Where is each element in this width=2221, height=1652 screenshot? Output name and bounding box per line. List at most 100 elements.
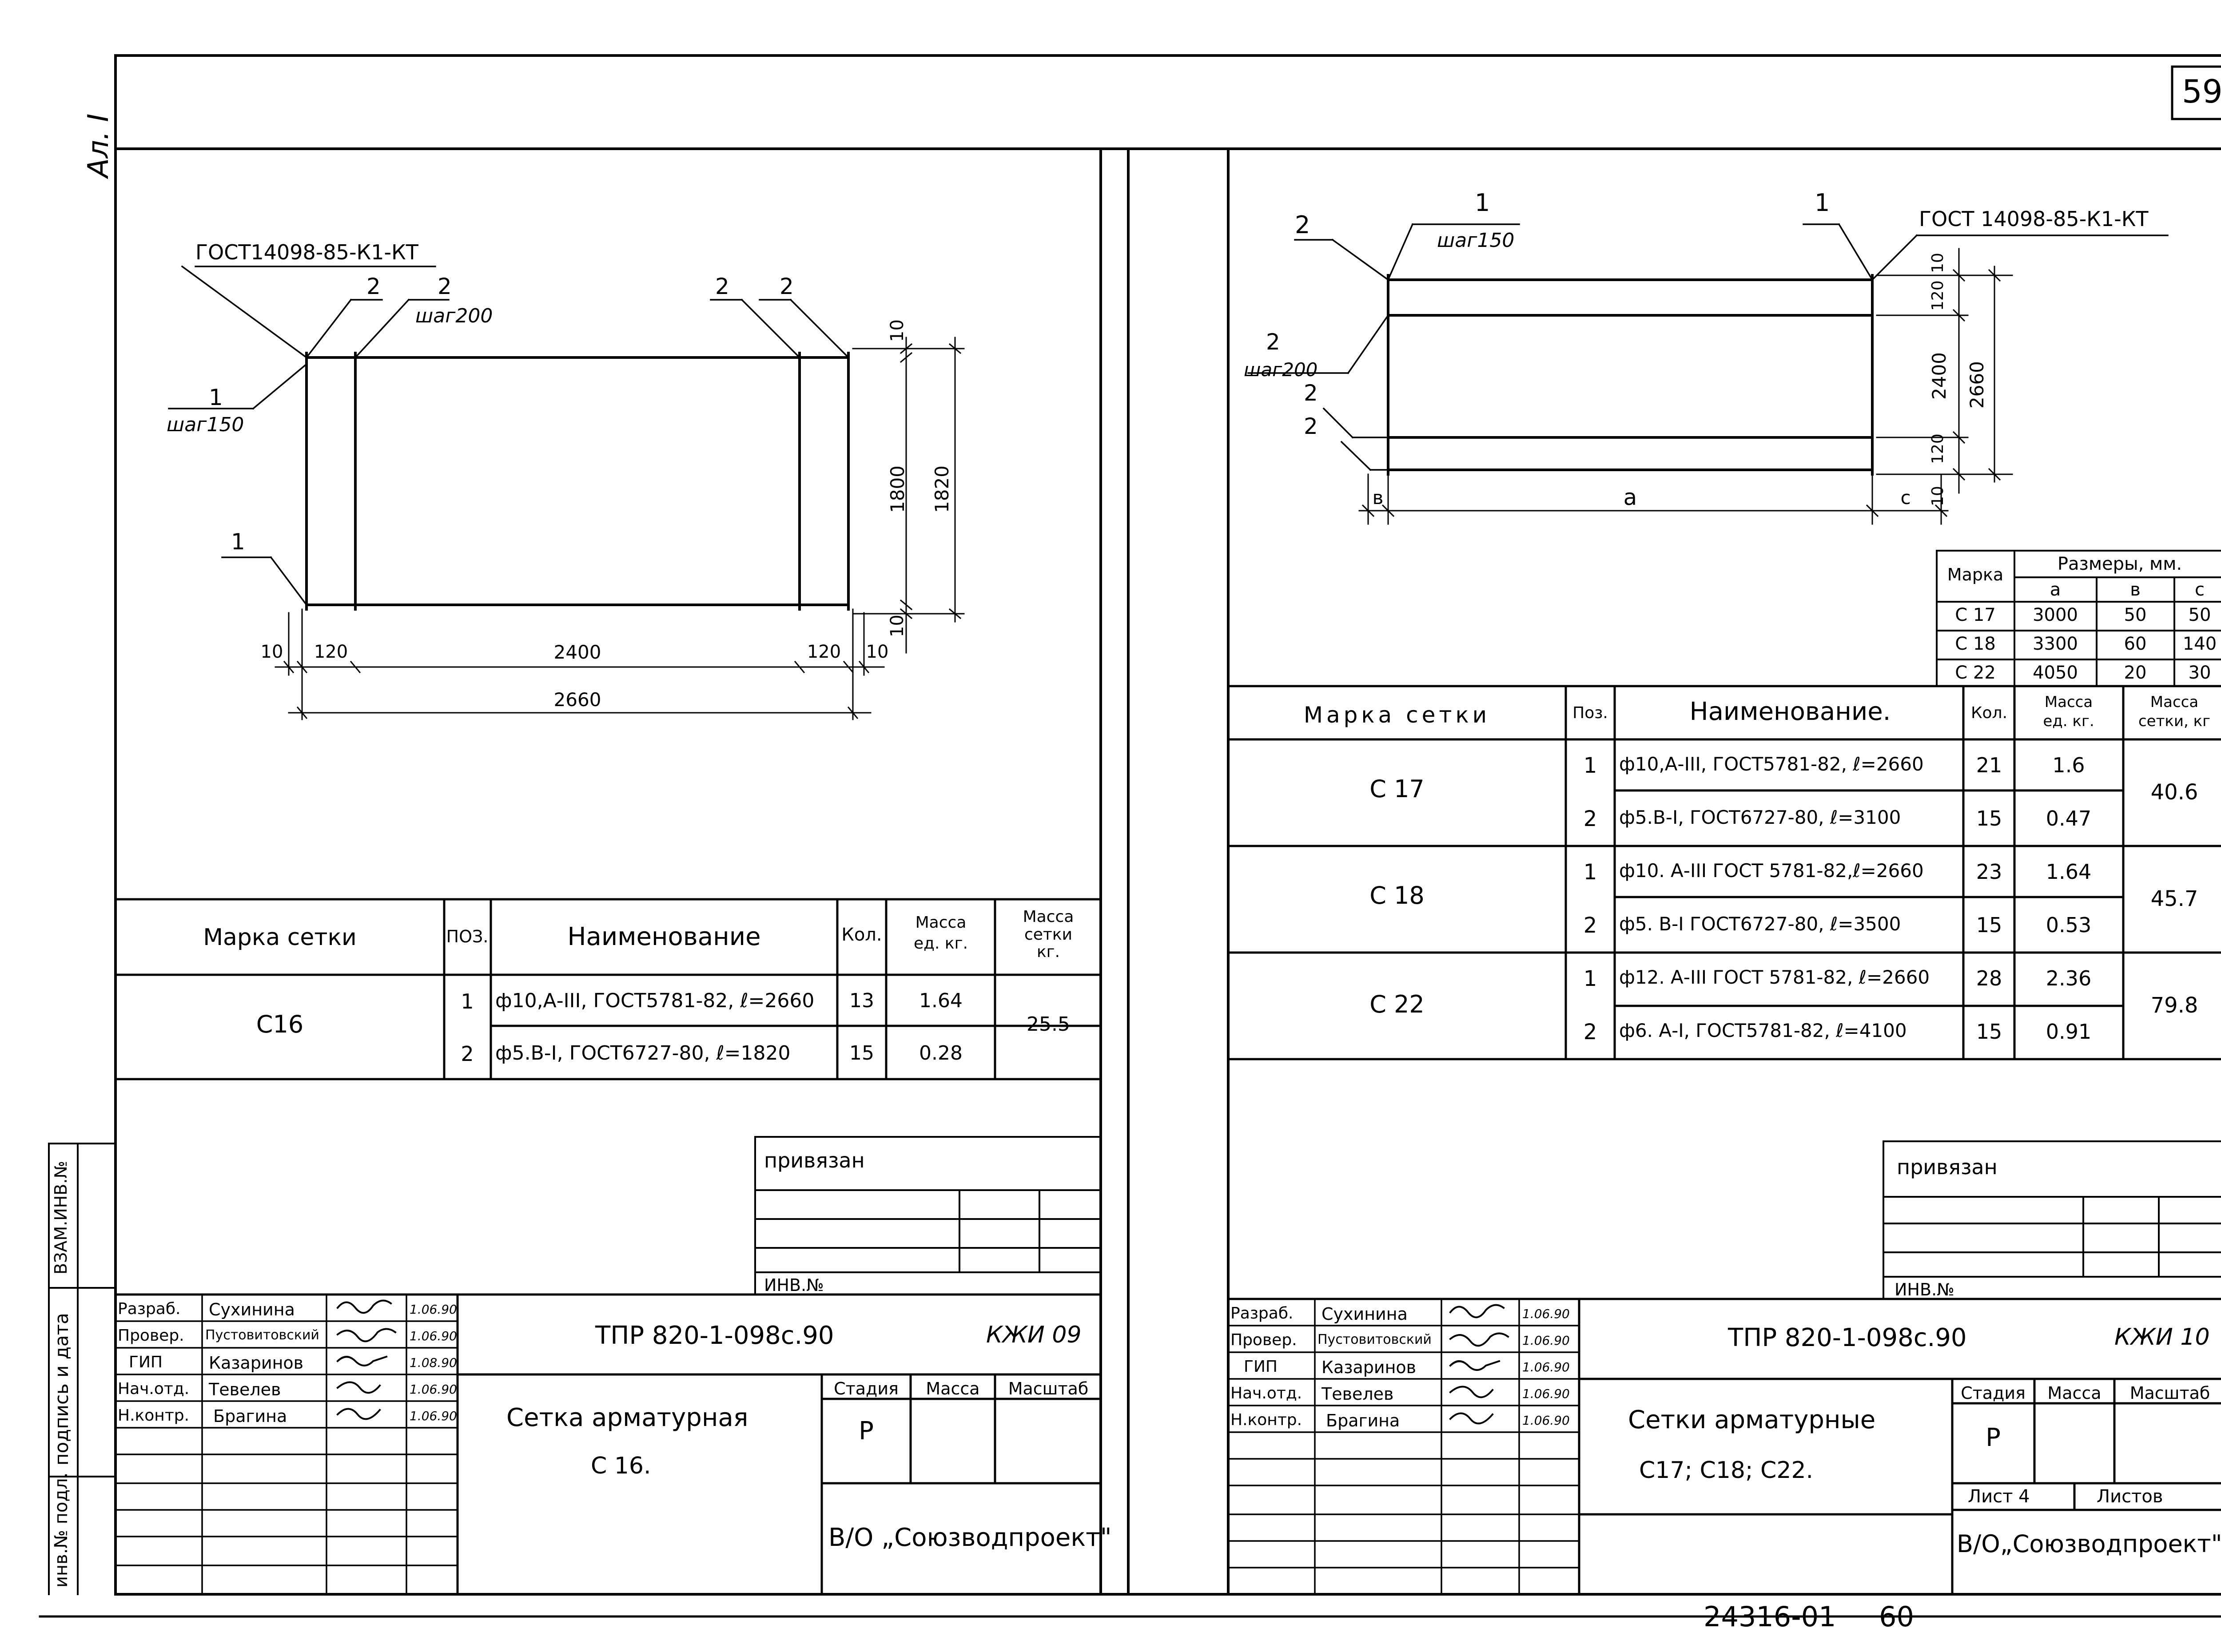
c16-step200-label: шаг200 — [415, 305, 493, 327]
sizes-row-b: 20 — [2124, 663, 2147, 683]
c17-pos-label: 2 — [1295, 211, 1310, 239]
c16-item-qty: 13 — [849, 989, 874, 1012]
left-title-line2: С 16. — [591, 1453, 651, 1479]
c16-pos-label: 1 — [231, 529, 245, 555]
c16-item-name: ф5.В-I, ГОСТ6727-80, ℓ=1820 — [495, 1042, 791, 1064]
c16-item-name: ф10,А-III, ГОСТ5781-82, ℓ=2660 — [495, 989, 815, 1012]
sizes-header-sizes: Размеры, мм. — [2057, 554, 2182, 574]
left-document-code: ТПР 820-1-098с.90 — [595, 1321, 834, 1350]
sizes-row-c: 30 — [2188, 663, 2211, 683]
c17-dimensions — [1358, 248, 2013, 525]
c17-item-name: ф10,А-III, ГОСТ5781-82, ℓ=2660 — [1619, 753, 1924, 775]
c18-item-unit-mass: 0.53 — [2046, 913, 2092, 937]
c16-spec-header-qty: Кол. — [841, 925, 882, 945]
right-scale-label: Масштаб — [2129, 1383, 2210, 1403]
c17-item-unit-mass: 0.47 — [2046, 806, 2092, 830]
right-title-grid — [1227, 1298, 1580, 1595]
c17-gost-note: ГОСТ 14098-85-К1-КТ — [1919, 207, 2149, 231]
c16-pos-label: 2 — [438, 274, 452, 299]
sizes-row-b: 60 — [2124, 634, 2147, 654]
c17-pos-label: 2 — [1304, 413, 1318, 439]
right-stage-label: Стадия — [1961, 1383, 2026, 1403]
right-organization: В/О„Союзводпроект" — [1957, 1530, 2221, 1558]
right-title-line1: Сетки арматурные — [1628, 1406, 1876, 1434]
right-binding-inv: ИНВ.№ — [1895, 1280, 1954, 1299]
left-scale-label: Масштаб — [1008, 1379, 1089, 1398]
right-role: Нач.отд. — [1230, 1384, 1302, 1402]
c17-dim-120-top: 120 — [1929, 280, 1947, 311]
c17-item-pos: 1 — [1583, 753, 1597, 778]
c22-item-qty: 15 — [1976, 1020, 2002, 1044]
sizes-row-a: 4050 — [2033, 663, 2078, 683]
c17-mark: С 17 — [1369, 775, 1425, 803]
c17-item-name: ф5.В-I, ГОСТ6727-80, ℓ=3100 — [1619, 806, 1901, 828]
left-role: Нач.отд. — [118, 1380, 190, 1398]
right-role: Провер. — [1230, 1331, 1297, 1349]
c17-item-unit-mass: 1.6 — [2052, 753, 2085, 777]
c17-dim-120-bottom: 120 — [1929, 433, 1947, 464]
left-date: 1.06.90 — [410, 1382, 457, 1397]
c22-item-name: ф6. А-I, ГОСТ5781-82, ℓ=4100 — [1619, 1020, 1907, 1041]
c22-item-pos: 2 — [1583, 1020, 1597, 1044]
c17-dim-10-bottom: 10 — [1929, 486, 1947, 506]
left-name: Пустовитовский — [205, 1327, 319, 1343]
right-stage-value: Р — [1986, 1423, 2001, 1452]
right-title-line2: С17; С18; С22. — [1639, 1457, 1814, 1484]
sizes-col-a: а — [2050, 580, 2061, 600]
right-date: 1.06.90 — [1522, 1333, 1570, 1348]
right-name: Пустовитовский — [1317, 1332, 1432, 1347]
side-stamp-podpis: подпись и дата — [51, 1313, 72, 1465]
left-binding-label: привязан — [764, 1148, 865, 1172]
c17-dim-10-top: 10 — [1929, 253, 1947, 273]
c22-item-name: ф12. А-III ГОСТ 5781-82, ℓ=2660 — [1619, 966, 1930, 988]
right-mass-label: Масса — [2047, 1383, 2102, 1403]
c18-item-pos: 1 — [1583, 860, 1597, 885]
left-role: Н.контр. — [118, 1406, 190, 1425]
right-signatures — [1449, 1304, 1509, 1425]
c17-dim-2400: 2400 — [1928, 352, 1950, 400]
c22-item-unit-mass: 2.36 — [2046, 966, 2092, 990]
left-name: Сухинина — [209, 1300, 295, 1319]
c17-item-qty: 21 — [1976, 753, 2002, 777]
right-sheet-label: Лист 4 — [1968, 1486, 2030, 1507]
c16-item-unit-mass: 0.28 — [919, 1042, 963, 1064]
c16-dim-120-right: 120 — [807, 642, 841, 662]
c17-pos-label: 2 — [1266, 329, 1280, 355]
c18-item-qty: 15 — [1976, 913, 2002, 937]
c16-spec-header-net-mass: Масса сетки кг. — [1023, 908, 1074, 961]
right-title-block — [1227, 1298, 2221, 1596]
bottom-page-number: 60 — [1879, 1600, 1914, 1633]
c16-pos-label: 2 — [715, 274, 729, 299]
left-stage-value: Р — [859, 1417, 874, 1446]
c16-pos-label: 2 — [780, 274, 794, 299]
c16-pos-label: 2 — [366, 274, 381, 299]
c18-item-pos: 2 — [1583, 913, 1597, 938]
c17-pos-label: 1 — [1475, 189, 1490, 217]
c17-dim-c: с — [1900, 487, 1911, 508]
c22-item-pos: 1 — [1583, 966, 1597, 991]
right-name: Казаринов — [1321, 1358, 1417, 1377]
right-role: Н.контр. — [1230, 1411, 1302, 1429]
c17-leaders — [1247, 223, 2169, 471]
right-role: Разраб. — [1230, 1304, 1294, 1322]
c22-net-mass: 79.8 — [2150, 993, 2198, 1018]
c16-spec-header-unit-mass: Масса ед. кг. — [913, 913, 968, 953]
left-date: 1.06.90 — [410, 1409, 457, 1423]
c16-dim-10-bottom: 10 — [887, 615, 908, 637]
c16-item-pos: 2 — [461, 1042, 474, 1066]
c18-item-unit-mass: 1.64 — [2046, 860, 2092, 884]
sizes-table-lines — [1936, 550, 2221, 687]
left-role: Провер. — [118, 1326, 184, 1345]
c16-dim-1800: 1800 — [887, 465, 908, 513]
left-name: Брагина — [213, 1406, 287, 1426]
c17-spec-header-qty: Кол. — [1970, 704, 2008, 722]
frame-border — [114, 54, 2221, 1596]
c17-pos-label: 2 — [1304, 380, 1318, 406]
left-organization: В/О „Союзводпроект" — [828, 1523, 1112, 1552]
c18-item-name: ф5. В-I ГОСТ6727-80, ℓ=3500 — [1619, 913, 1901, 935]
left-sheet-code: КЖИ 09 — [986, 1322, 1082, 1348]
left-binding-inv: ИНВ.№ — [764, 1275, 824, 1295]
left-date: 1.06.90 — [410, 1329, 457, 1343]
left-date: 1.06.90 — [410, 1302, 457, 1317]
c16-dim-10-top: 10 — [887, 319, 908, 342]
